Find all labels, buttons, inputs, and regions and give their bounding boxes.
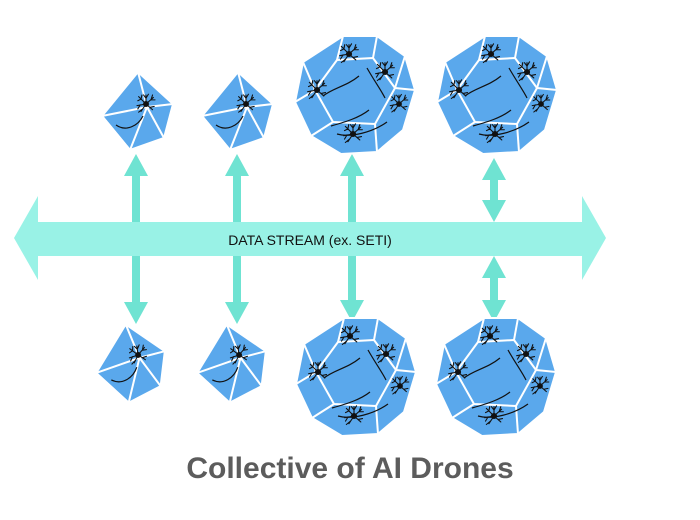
data-stream-label: DATA STREAM (ex. SETI) xyxy=(228,232,392,248)
data-stream-arrow xyxy=(14,196,606,280)
connector-arrows xyxy=(124,154,506,324)
uplink-arrow-1 xyxy=(124,154,148,222)
uplink-arrow-2 xyxy=(225,154,249,222)
dodecahedron-drone-icon xyxy=(436,318,556,436)
octahedron-drone-icon xyxy=(102,72,173,150)
diagram-caption: Collective of AI Drones xyxy=(186,452,514,485)
dodecahedron-drone-icon xyxy=(296,318,416,436)
sync-arrow-bottom xyxy=(482,256,506,322)
sync-arrow-top xyxy=(482,158,506,222)
dodecahedron-drone-icon xyxy=(295,36,415,154)
dodecahedron-drone-icon xyxy=(437,36,557,154)
uplink-arrow-3 xyxy=(340,154,364,222)
octahedron-drone-icon xyxy=(202,72,273,150)
downlink-arrow-2 xyxy=(225,256,249,324)
octahedron-drone-icon xyxy=(90,319,171,406)
downlink-arrow-1 xyxy=(124,256,148,324)
octahedron-drone-icon xyxy=(191,319,272,406)
downlink-arrow-3 xyxy=(340,256,364,322)
